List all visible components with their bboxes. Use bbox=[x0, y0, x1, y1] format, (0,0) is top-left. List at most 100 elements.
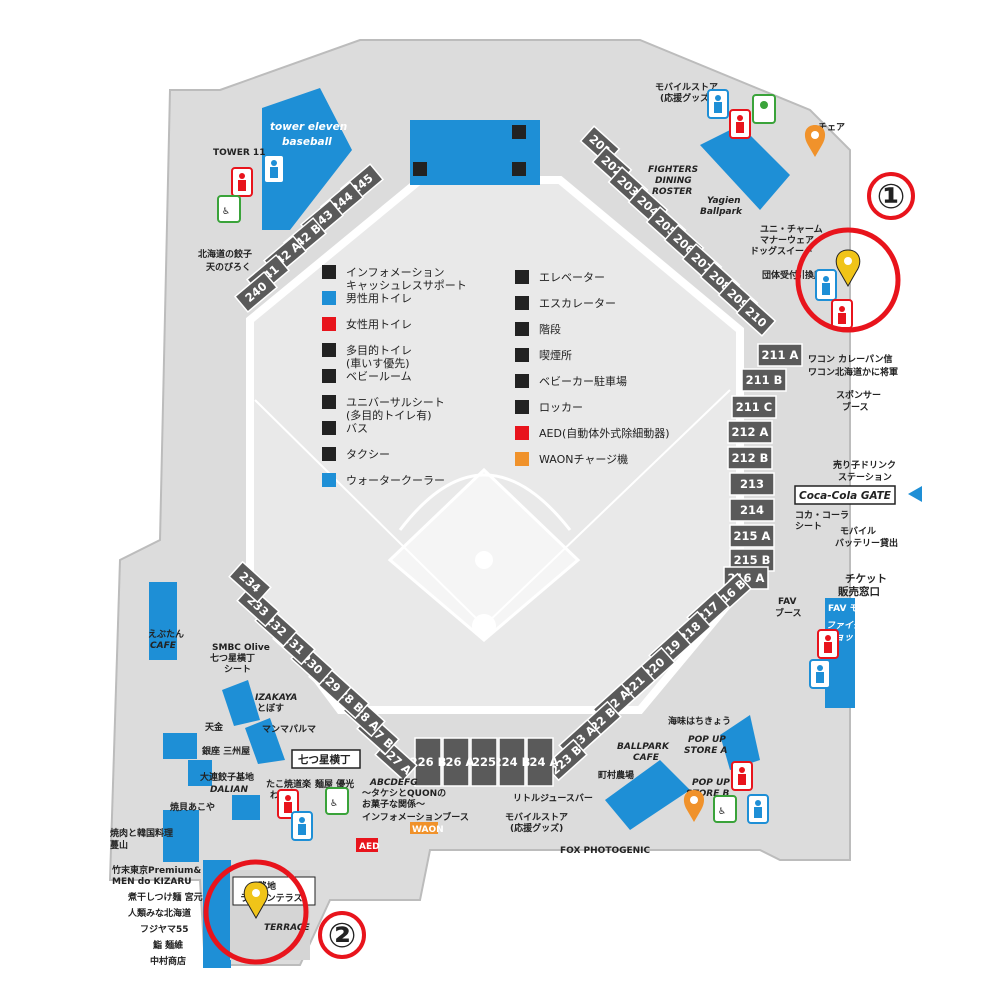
mobile-store-2-label: モバイルストア bbox=[505, 812, 568, 823]
unicharm-label-3: ドッグスイート bbox=[750, 245, 813, 257]
legend-item: タクシー bbox=[322, 447, 390, 461]
kaimi-label: 海味はちきょう bbox=[668, 715, 731, 727]
aed-box bbox=[356, 838, 378, 852]
stairs-icon bbox=[512, 125, 526, 139]
gyoza-sub-label: 天のびろく bbox=[206, 261, 251, 273]
womens-restroom-icon bbox=[322, 317, 336, 331]
dalian-label: 大連餃子基地 bbox=[200, 771, 254, 783]
nibo-label: 煮干しつけ麺 宮元 bbox=[127, 891, 203, 903]
mens-restroom-icon bbox=[322, 291, 336, 305]
aed-pin-icon bbox=[683, 790, 705, 822]
mammaparma-area bbox=[245, 718, 285, 764]
svg-text:♿: ♿ bbox=[222, 207, 230, 217]
section-label: 225 bbox=[472, 755, 496, 769]
fujiyama-label: フジヤマ55 bbox=[140, 924, 189, 935]
restroom-cluster-right-lower bbox=[809, 629, 839, 689]
foul-line-right bbox=[483, 389, 731, 627]
location-pin-icon bbox=[243, 881, 269, 920]
mammaparma-label: マンマパルマ bbox=[262, 723, 316, 735]
tenkin-area bbox=[163, 733, 197, 759]
section-block bbox=[757, 343, 803, 367]
seating-section: 224 B bbox=[494, 737, 531, 787]
legend-label: ウォータークーラー bbox=[346, 474, 445, 487]
section-label: 224 B bbox=[494, 755, 531, 769]
ballpark-cafe-area bbox=[605, 760, 690, 830]
abcdefg-label-3: お菓子な関係～ bbox=[362, 798, 425, 810]
takesue-label: 竹末東京Premium& bbox=[111, 864, 201, 876]
legend-item: 男性用トイレ bbox=[322, 291, 412, 305]
legend-label: ユニバーサルシート bbox=[346, 396, 445, 409]
group-reception-label: 団体受付 bbox=[762, 269, 798, 281]
seating-section: 213 bbox=[729, 472, 775, 496]
restroom-cluster-right bbox=[815, 269, 853, 329]
ninrui-label: 人類みな北海道 bbox=[127, 907, 191, 919]
drink-station-label: 売り子ドリンク bbox=[833, 459, 896, 471]
smoking-area-icon bbox=[515, 348, 529, 362]
section-label: 215 A bbox=[734, 529, 771, 543]
ballpark-cafe-label-2: CAFE bbox=[633, 753, 660, 763]
popup-store-area bbox=[720, 715, 760, 770]
legend-label: 女性用トイレ bbox=[346, 317, 412, 331]
section-label: 224 A bbox=[522, 755, 559, 769]
legend-label: 階段 bbox=[539, 322, 561, 336]
cocacola-gate-box bbox=[794, 485, 896, 505]
smbc-seat-label: シート bbox=[224, 664, 251, 675]
dalian-area bbox=[232, 795, 260, 820]
roster-label: ROSTER bbox=[652, 187, 692, 197]
waon-label: WAON bbox=[412, 825, 444, 835]
yakikai-label: 焼貝あこや bbox=[170, 801, 215, 813]
nanatsu-box bbox=[291, 749, 361, 769]
section-label: 211 A bbox=[762, 348, 799, 362]
legend-item: ベビールーム bbox=[322, 369, 412, 383]
legend-item: エレベーター bbox=[515, 270, 605, 284]
accessible-restroom-icon bbox=[325, 787, 349, 815]
cocacola-gate-label: Coca-Cola GATE bbox=[799, 490, 892, 502]
foul-line-left bbox=[254, 399, 485, 627]
popup-b-label-2: STORE B bbox=[686, 789, 729, 799]
waon-box bbox=[410, 822, 438, 834]
legend-sublabel: (車いす優先) bbox=[346, 356, 410, 370]
ebitan-cafe-label: CAFE bbox=[150, 641, 177, 651]
fav-booth-label-2: ブース bbox=[775, 607, 802, 619]
aed-icon bbox=[515, 426, 529, 440]
seating-section: 214 bbox=[729, 498, 775, 522]
popup-a-label: POP UP bbox=[688, 735, 726, 745]
terrace-label: TERRACE bbox=[264, 923, 310, 933]
section-block bbox=[414, 737, 442, 787]
section-block bbox=[729, 472, 775, 496]
section-block bbox=[228, 560, 272, 604]
water-cooler-icon bbox=[322, 473, 336, 487]
section-label: 226 B bbox=[410, 755, 447, 769]
info-booth-label: インフォメーションブース bbox=[362, 811, 469, 823]
mobile-store-2-sub-label: (応援グッズ) bbox=[510, 822, 563, 834]
yakiniku-area bbox=[163, 810, 199, 862]
takesue-sub-label: MEN do KIZARU bbox=[112, 877, 192, 887]
tenkin-label: 天金 bbox=[205, 721, 224, 733]
section-block bbox=[727, 446, 773, 470]
legend-sublabel: キャッシュレスサポート bbox=[346, 279, 467, 292]
legend-item: 喫煙所 bbox=[515, 348, 572, 362]
little-juice-label: リトルジュースバー bbox=[513, 793, 593, 804]
yakiniku-sub-label: 蔓山 bbox=[110, 839, 128, 851]
waon-hokkaido-label: ワコン北海道かに将軍 bbox=[808, 366, 898, 378]
fighters-shop-label-2: ショップス bbox=[826, 632, 871, 643]
section-block bbox=[735, 297, 777, 337]
section-block bbox=[741, 368, 787, 392]
marker-2-circle bbox=[318, 911, 366, 959]
dining-label: DINING bbox=[655, 176, 692, 186]
smbc-label: SMBC Olive bbox=[212, 643, 270, 653]
yakiniku-label: 焼肉と韓国料理 bbox=[110, 827, 173, 839]
aed-pin-icon bbox=[804, 125, 826, 157]
information-icon bbox=[322, 265, 336, 279]
ticket-label: チケット bbox=[845, 573, 887, 585]
ballpark-label: Ballpark bbox=[700, 207, 743, 217]
ramen-terrace-label: ラーメンテラス bbox=[240, 893, 302, 904]
unicharm-label-2: マナーウェア bbox=[760, 235, 814, 246]
waon-curry-label: ワコン カレーパン信 bbox=[808, 353, 893, 365]
section-label: 213 bbox=[740, 477, 764, 491]
sponsor-booth-label: ブース bbox=[842, 401, 869, 413]
yagien-label: Yagien bbox=[707, 196, 741, 206]
battery-label: モバイル bbox=[840, 526, 876, 537]
highlight-circle-1 bbox=[795, 227, 901, 333]
